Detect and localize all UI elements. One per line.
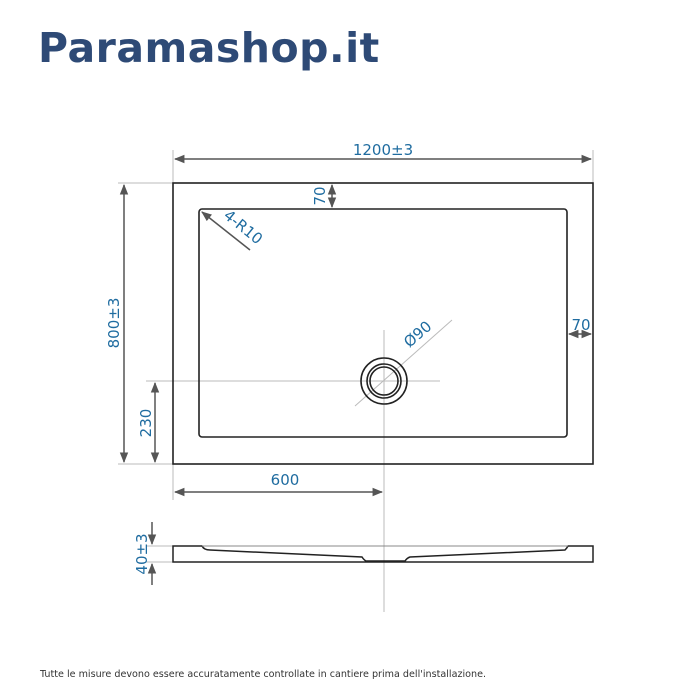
- dim-rim-right: 70: [571, 316, 590, 334]
- tray-inner-basin: [198, 208, 568, 438]
- dim-drain-offset-y: 230: [137, 409, 155, 438]
- dim-depth-total: 800±3: [105, 298, 123, 349]
- side-profile: [172, 545, 594, 563]
- dim-width-total: 1200±3: [353, 141, 413, 159]
- drain-icon: [360, 357, 408, 405]
- brand-logo: Paramashop.it: [38, 24, 380, 72]
- dim-drain-diameter: Ø90: [400, 317, 435, 351]
- dim-rim-top: 70: [311, 186, 329, 205]
- tray-outline: [172, 182, 594, 465]
- dim-height-profile: 40±3: [133, 533, 151, 574]
- dim-drain-offset-x: 600: [271, 471, 300, 489]
- extension-lines: [118, 150, 594, 612]
- dimension-lines: [119, 154, 593, 585]
- dim-corner-radius: 4-R10: [220, 206, 266, 248]
- disclaimer-note: Tutte le misure devono essere accuratame…: [40, 669, 487, 680]
